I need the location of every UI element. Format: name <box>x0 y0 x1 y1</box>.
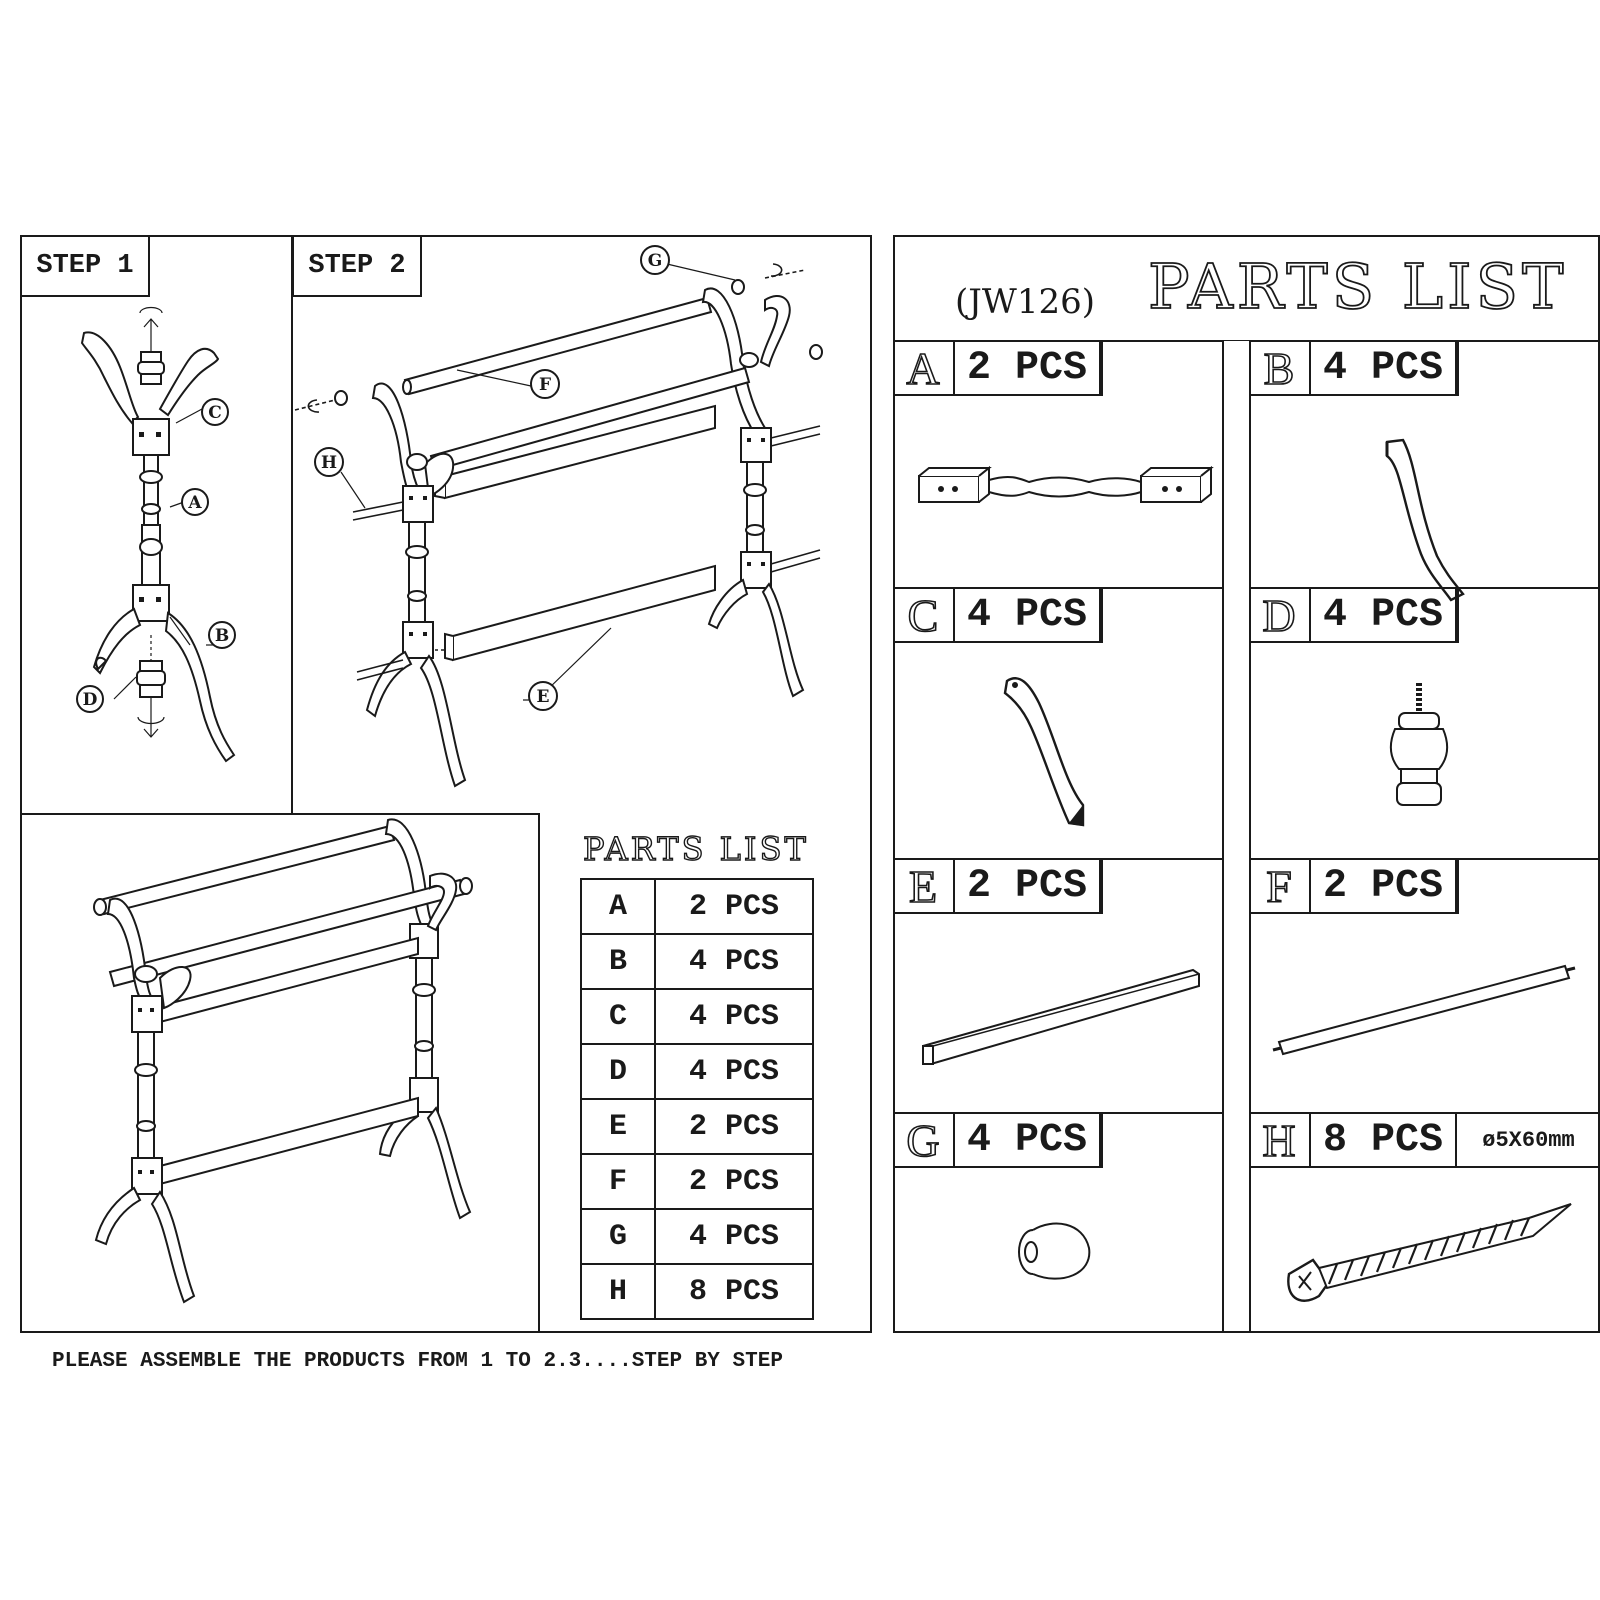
part-letter: C <box>893 587 955 643</box>
small-parts-letter: E <box>580 1098 656 1155</box>
step1-label: STEP 1 <box>20 235 150 297</box>
part-header-b <box>1249 340 1459 396</box>
small-parts-qty: 4 PCS <box>654 1208 814 1265</box>
step2-callout-f: F <box>539 375 551 395</box>
part-letter: G <box>893 1112 955 1168</box>
part-quantity: 2 PCS <box>955 340 1101 396</box>
small-parts-qty: 4 PCS <box>654 988 814 1045</box>
part-quantity: 8 PCS <box>1311 1112 1457 1168</box>
small-parts-letter: H <box>580 1263 656 1320</box>
step2-drawing: G F H E <box>294 245 823 788</box>
step1-callout-c: C <box>208 403 222 423</box>
wood-screw-icon <box>1287 1202 1573 1302</box>
part-header-a <box>893 340 1103 396</box>
small-parts-qty: 2 PCS <box>654 878 814 935</box>
part-header-h <box>1249 1112 1600 1168</box>
small-parts-list-title: PARTS LIST <box>582 829 809 868</box>
small-parts-letter: A <box>580 878 656 935</box>
part-letter: B <box>1249 340 1311 396</box>
small-parts-qty: 4 PCS <box>654 1043 814 1100</box>
part-letter: F <box>1249 858 1311 914</box>
part-quantity: 4 PCS <box>955 587 1101 643</box>
part-letter: H <box>1249 1112 1311 1168</box>
small-parts-letter: B <box>580 933 656 990</box>
step2-label: STEP 2 <box>292 235 422 297</box>
parts-list-title: PARTS LIST <box>1147 249 1568 324</box>
step1-callout-a: A <box>187 493 202 513</box>
small-parts-letter: C <box>580 988 656 1045</box>
part-header-g <box>893 1112 1103 1168</box>
model-number: (JW126) <box>955 282 1096 322</box>
part-letter: D <box>1249 587 1311 643</box>
step1-callout-b: B <box>215 626 229 646</box>
dowel-rod-icon <box>1271 964 1577 1056</box>
small-parts-letter: G <box>580 1208 656 1265</box>
small-parts-letter: D <box>580 1043 656 1100</box>
step1-callout-d: D <box>83 690 98 710</box>
part-letter: E <box>893 858 955 914</box>
part-header-e <box>893 858 1103 914</box>
end-cap-knob-icon <box>1018 1222 1091 1280</box>
small-parts-qty: 4 PCS <box>654 933 814 990</box>
small-parts-qty: 8 PCS <box>654 1263 814 1320</box>
step2-callout-h: H <box>321 453 337 473</box>
small-parts-qty: 2 PCS <box>654 1098 814 1155</box>
part-quantity: 4 PCS <box>1311 587 1457 643</box>
screw-size-spec: ø5X60mm <box>1482 1127 1575 1153</box>
step1-drawing: C A B D <box>76 306 236 763</box>
part-quantity: 4 PCS <box>955 1112 1101 1168</box>
part-quantity: 2 PCS <box>1311 858 1457 914</box>
curved-arm-icon <box>1003 677 1085 827</box>
part-header-c <box>893 587 1103 643</box>
small-parts-letter: F <box>580 1153 656 1210</box>
small-parts-qty: 2 PCS <box>654 1153 814 1210</box>
part-quantity: 2 PCS <box>955 858 1101 914</box>
part-quantity: 4 PCS <box>1311 340 1457 396</box>
footer-instruction: PLEASE ASSEMBLE THE PRODUCTS FROM 1 TO 2… <box>52 1350 783 1373</box>
part-header-f <box>1249 858 1459 914</box>
parts-list-column-divider <box>1222 340 1251 1333</box>
part-header-d <box>1249 587 1459 643</box>
step2-callout-e: E <box>537 687 550 707</box>
step2-callout-g: G <box>648 251 663 271</box>
turned-spindle-icon <box>918 467 1212 503</box>
curved-leg-icon <box>1385 438 1465 602</box>
part-letter: A <box>893 340 955 396</box>
threaded-foot-icon <box>1249 643 1600 860</box>
step3-panel <box>20 813 540 1333</box>
parts-list-header-divider <box>893 340 1600 342</box>
assembled-rack-drawing <box>93 818 473 1304</box>
rectangular-rail-icon <box>922 969 1200 1065</box>
